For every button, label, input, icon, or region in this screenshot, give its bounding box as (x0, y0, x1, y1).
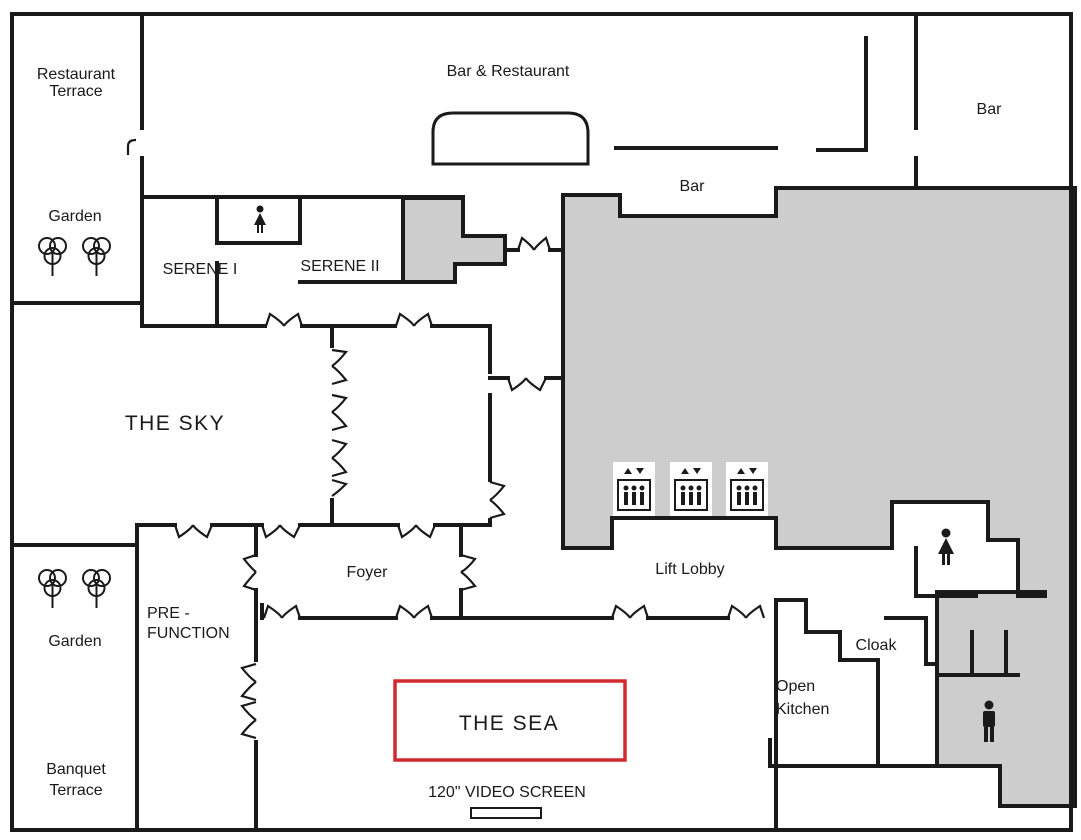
label-bar-restaurant: Bar & Restaurant (447, 63, 570, 80)
female-restroom-icon (938, 528, 954, 565)
label-bar-center: Bar (680, 178, 706, 195)
label-serene-2: SERENE II (300, 258, 379, 275)
label-foyer: Foyer (347, 564, 389, 581)
lift-icon (613, 462, 655, 516)
label-bar-right: Bar (977, 101, 1003, 118)
label-video-screen: 120" VIDEO SCREEN (428, 784, 586, 801)
service-area-small (401, 196, 507, 284)
label-open-kitchen-1: Open (776, 678, 815, 695)
label-banquet-terrace-2: Terrace (49, 782, 102, 799)
video-screen-rect (470, 807, 542, 819)
label-garden-bottom: Garden (48, 633, 101, 650)
label-pre-function-1: PRE - (147, 605, 190, 622)
female-restroom-icon (254, 205, 266, 233)
label-restaurant-terrace-2: Terrace (49, 83, 102, 100)
label-pre-function-2: FUNCTION (147, 625, 230, 642)
doors (126, 138, 766, 740)
label-restaurant-terrace-1: Restaurant (37, 66, 116, 83)
room-labels: Restaurant Terrace Bar & Restaurant Bar … (37, 63, 1002, 801)
lift-icon (726, 462, 768, 516)
tree-icon (38, 569, 67, 608)
label-lift-lobby: Lift Lobby (655, 561, 724, 578)
tree-icon (82, 569, 111, 608)
label-cloak: Cloak (856, 637, 898, 654)
tree-icon (38, 237, 67, 276)
label-garden-top: Garden (48, 208, 101, 225)
bar-counter (431, 111, 590, 166)
label-serene-1: SERENE I (163, 261, 238, 278)
service-areas (401, 186, 1077, 808)
service-area-main (561, 186, 1077, 808)
tree-icon (82, 237, 111, 276)
lift-icon (670, 462, 712, 516)
outer-wall (10, 12, 1073, 832)
label-the-sky: THE SKY (125, 412, 225, 435)
the-sea-highlight (393, 679, 627, 762)
male-restroom-icon (983, 700, 995, 742)
label-banquet-terrace-1: Banquet (46, 761, 106, 778)
label-the-sea: THE SEA (459, 712, 559, 735)
label-open-kitchen-2: Kitchen (776, 701, 829, 718)
